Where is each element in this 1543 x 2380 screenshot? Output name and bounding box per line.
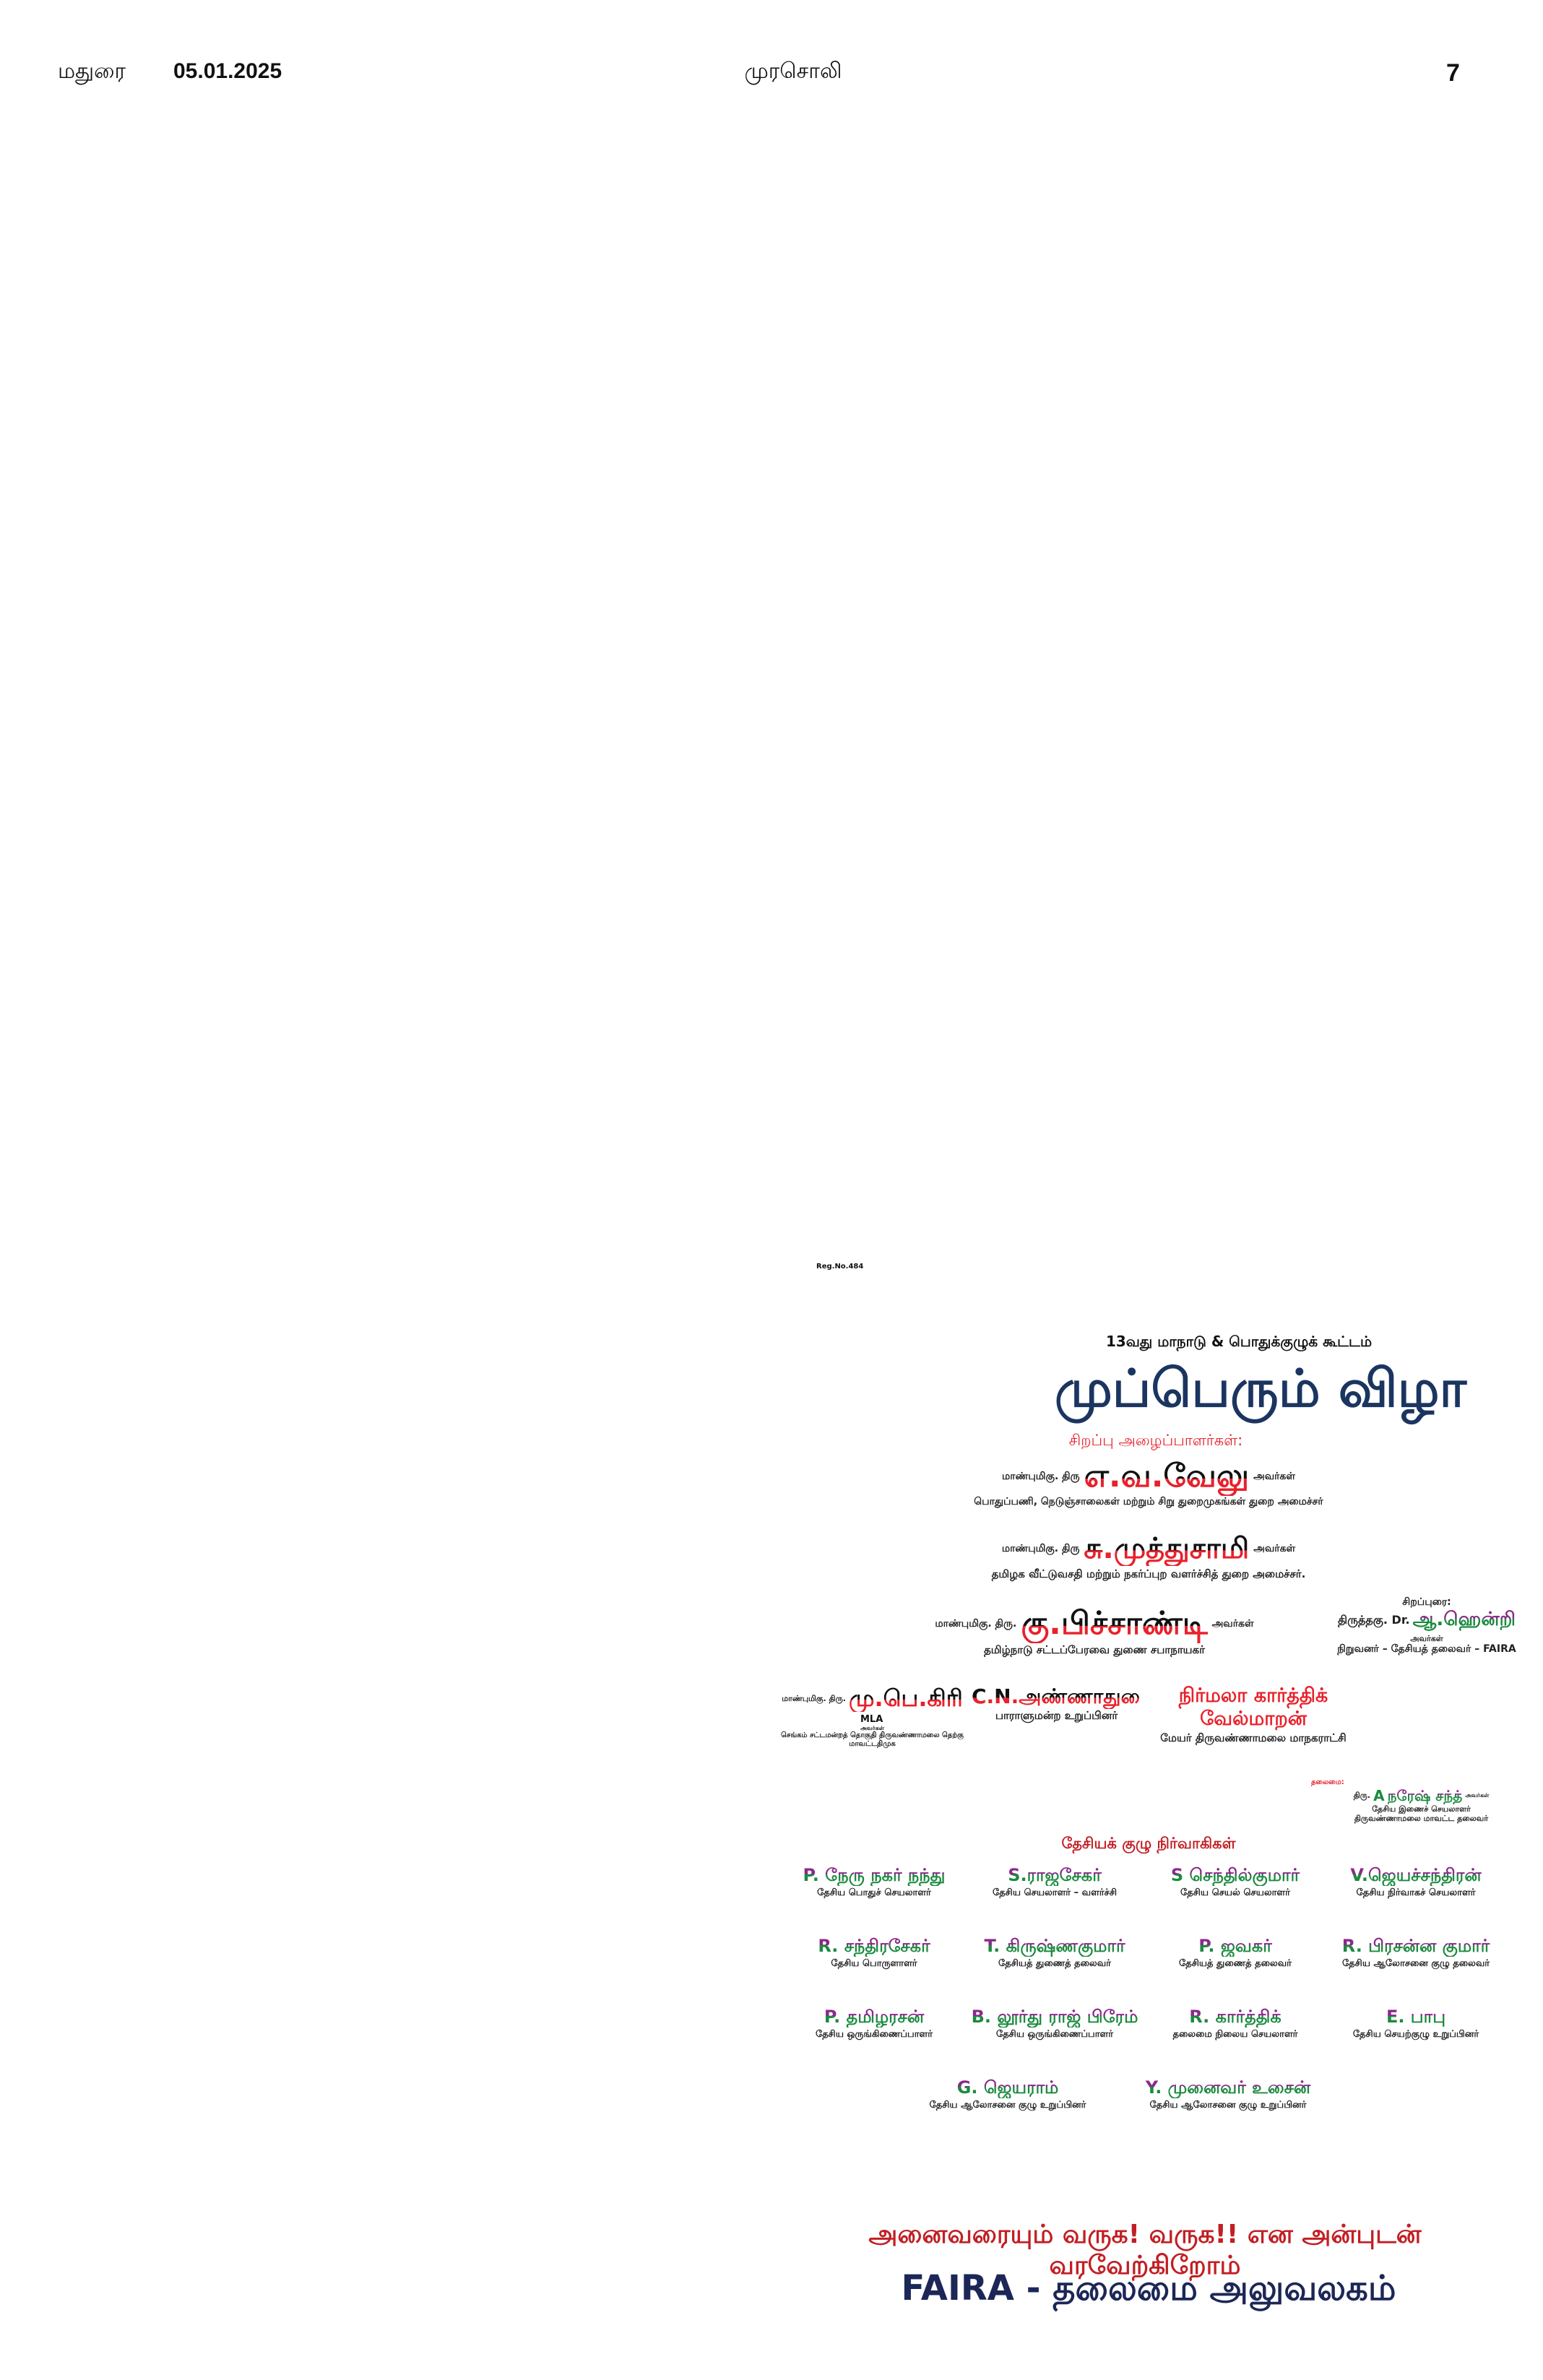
member-name: B. லூர்து ராஜ் பிரேம்	[971, 2007, 1138, 2027]
member-name: S.ராஜசேகர்	[971, 1865, 1138, 1886]
chair-initial: A	[1373, 1787, 1385, 1804]
guest-role: தமிழக வீட்டுவசதி மற்றும் நகர்ப்புற வளர்ச…	[991, 1567, 1306, 1580]
committee-member: P. தமிழரசன்தேசிய ஒருங்கிணைப்பாளர்	[790, 2007, 958, 2040]
member-name: R. சந்திரசேகர்	[790, 1936, 958, 1957]
guest-3: மாண்புமிகு. திரு. கு.பிச்சாண்டி அவர்கள் …	[881, 1605, 1308, 1656]
page-number: 7	[1446, 59, 1460, 87]
member-role: தேசிய ஒருங்கிணைப்பாளர்	[995, 2028, 1114, 2040]
guest-name: நிர்மலா கார்த்திக் வேல்மாறன்	[1178, 1684, 1328, 1731]
event-title: முப்பெரும் விழா	[1054, 1358, 1467, 1419]
footer-office-label: தலைமை அலுவலகம்	[1053, 2268, 1396, 2308]
chair-role: தேசிய இணைச் செயலாளர்	[1372, 1804, 1471, 1814]
keynote-role: நிறுவனர் – தேசியத் தலைவர் – FAIRA	[1337, 1643, 1516, 1656]
guest-2: மாண்புமிகு. திரு சு.முத்துசாமி அவர்கள் த…	[896, 1531, 1401, 1580]
guest-role: மேயர் திருவண்ணாமலை மாநகராட்சி	[1160, 1731, 1347, 1744]
member-role: தேசிய பொருளாளர்	[831, 1957, 917, 1969]
member-role: தேசியத் துணைத் தலைவர்	[998, 1957, 1111, 1969]
committee-member: Y. முனைவர் உசைன்தேசிய ஆலோசனை குழு உறுப்ப…	[1144, 2077, 1312, 2111]
committee-member: R. கார்த்திக்தலைமை நிலைய செயலாளர்	[1151, 2007, 1319, 2040]
guest-suffix: அவர்கள்	[1253, 1542, 1296, 1554]
member-role: தேசிய ஆலோசனை குழு உறுப்பினர்	[929, 2099, 1086, 2111]
guest-name: சு.முத்துசாமி	[1084, 1532, 1250, 1565]
committee-member: S.ராஜசேகர்தேசிய செயலாளர் – வளர்ச்சி	[971, 1865, 1138, 1898]
committee-member: V.ஜெயச்சந்திரன்தேசிய நிர்வாகச் செயலாளர்	[1332, 1865, 1500, 1898]
member-role: தலைமை நிலைய செயலாளர்	[1172, 2028, 1298, 2040]
member-role: தேசிய செயற்குழு உறுப்பினர்	[1352, 2028, 1479, 2040]
member-role: தேசிய செயல் செயலாளர்	[1180, 1887, 1290, 1898]
keynote: சிறப்புரை: திருத்தகு. Dr. ஆ.ஹென்றி அவர்க…	[1322, 1596, 1531, 1656]
committee-member: P. நேரு நகர் நந்துதேசிய பொதுச் செயலாளர்	[790, 1865, 958, 1898]
member-role: தேசிய செயலாளர் – வளர்ச்சி	[992, 1887, 1117, 1898]
guest-suffix: அவர்கள்	[1253, 1471, 1295, 1482]
mla-badge-group: MLA அவர்கள்	[860, 1715, 884, 1731]
guest-prefix: மாண்புமிகு. திரு	[1001, 1471, 1080, 1482]
guest-name: எ.வ.வேலு	[1084, 1458, 1250, 1494]
chair-block: தலைமை: திரு. A நரேஷ் சந்த் அவர்கள் தேசிய…	[1311, 1778, 1531, 1823]
footer-org: FAIRA -	[901, 2268, 1041, 2308]
member-role: தேசிய ஆலோசனை குழு தலைவர்	[1341, 1957, 1490, 1969]
committee-member: R. சந்திரசேகர்தேசிய பொருளாளர்	[790, 1936, 958, 1969]
welcome-message: அனைவரையும் வருக! வருக!! என அன்புடன் வரவே…	[868, 2220, 1422, 2281]
chair-label: தலைமை:	[1311, 1778, 1344, 1786]
committee-member: E. பாபுதேசிய செயற்குழு உறுப்பினர்	[1332, 2007, 1500, 2040]
guest-suffix: அவர்கள்	[1211, 1618, 1254, 1630]
event-subtitle: 13வது மாநாடு & பொதுக்குழுக் கூட்டம்	[1105, 1333, 1373, 1350]
member-name: P. ஜவகர்	[1151, 1936, 1319, 1957]
edition-city: மதுரை	[58, 59, 126, 83]
guest-role: பொதுப்பணி, நெடுஞ்சாலைகள் மற்றும் சிறு து…	[974, 1495, 1323, 1507]
guest-prefix: மாண்புமிகு. திரு.	[782, 1693, 846, 1703]
member-name: E. பாபு	[1332, 2007, 1500, 2028]
reg-number: Reg.No.484	[816, 1263, 864, 1271]
guest-role: தமிழ்நாடு சட்டப்பேரவை துணை சபாநாயகர்	[984, 1643, 1205, 1656]
row-guest-3: நிர்மலா கார்த்திக் வேல்மாறன் மேயர் திருவ…	[1149, 1684, 1358, 1744]
footer-office: FAIRA - தலைமை அலுவலகம்	[902, 2268, 1396, 2313]
guest-name: கு.பிச்சாண்டி	[1021, 1605, 1208, 1642]
chair-prefix: திரு.	[1353, 1791, 1371, 1801]
chair-district: திருவண்ணாமலை மாவட்ட தலைவர்	[1354, 1814, 1489, 1824]
guest-role: செங்கம் சட்டமன்றத் தொகுதி திருவண்ணாமலை த…	[781, 1731, 964, 1749]
member-name: Y. முனைவர் உசைன்	[1145, 2077, 1311, 2098]
guest-suffix: அவர்கள்	[860, 1724, 885, 1731]
member-name: G. ஜெயராம்	[924, 2077, 1092, 2098]
special-invitees-label: சிறப்பு அழைப்பாளர்கள்:	[1068, 1432, 1243, 1449]
row-guest-2: C.N.அண்ணாதுரை பாராளுமன்ற உறுப்பினர்	[972, 1684, 1151, 1722]
chair-name: நரேஷ் சந்த்	[1387, 1787, 1463, 1804]
committee-member: S செந்தில்குமார்தேசிய செயல் செயலாளர்	[1151, 1865, 1319, 1898]
member-name: S செந்தில்குமார்	[1151, 1865, 1319, 1886]
committee-member: R. பிரசன்ன குமார்தேசிய ஆலோசனை குழு தலைவர…	[1332, 1936, 1500, 1969]
member-name: R. பிரசன்ன குமார்	[1332, 1936, 1500, 1957]
committee-member: T. கிருஷ்ணகுமார்தேசியத் துணைத் தலைவர்	[971, 1936, 1138, 1969]
guest-name: C.N.அண்ணாதுரை	[972, 1684, 1151, 1708]
member-role: தேசிய நிர்வாகச் செயலாளர்	[1356, 1887, 1476, 1898]
committee-member: B. லூர்து ராஜ் பிரேம்தேசிய ஒருங்கிணைப்பா…	[971, 2007, 1138, 2040]
member-role: தேசியத் துணைத் தலைவர்	[1179, 1957, 1292, 1969]
keynote-suffix: அவர்கள்	[1410, 1633, 1443, 1643]
mla-badge: MLA	[860, 1714, 883, 1726]
member-name: P. தமிழரசன்	[790, 2007, 958, 2028]
member-role: தேசிய ஒருங்கிணைப்பாளர்	[815, 2028, 933, 2040]
guest-name: மு.பெ.கிரி	[848, 1684, 963, 1712]
newspaper-name: முரசொலி	[744, 59, 842, 83]
committee-member: G. ஜெயராம்தேசிய ஆலோசனை குழு உறுப்பினர்	[924, 2077, 1092, 2111]
guest-1: மாண்புமிகு. திரு எ.வ.வேலு அவர்கள் பொதுப்…	[896, 1458, 1401, 1508]
keynote-name: ஆ.ஹென்றி	[1412, 1608, 1516, 1630]
edition-date: 05.01.2025	[173, 59, 282, 83]
row-guest-1: மாண்புமிகு. திரு. மு.பெ.கிரி MLA அவர்கள்…	[780, 1684, 964, 1749]
member-name: R. கார்த்திக்	[1151, 2007, 1319, 2028]
committee-member: P. ஜவகர்தேசியத் துணைத் தலைவர்	[1151, 1936, 1319, 1969]
member-name: V.ஜெயச்சந்திரன்	[1332, 1865, 1500, 1886]
member-role: தேசிய ஆலோசனை குழு உறுப்பினர்	[1149, 2099, 1307, 2111]
keynote-prefix: திருத்தகு. Dr.	[1338, 1612, 1410, 1627]
guest-role: பாராளுமன்ற உறுப்பினர்	[995, 1708, 1118, 1722]
keynote-label: சிறப்புரை:	[1402, 1596, 1451, 1608]
member-role: தேசிய பொதுச் செயலாளர்	[817, 1887, 931, 1898]
member-name: T. கிருஷ்ணகுமார்	[971, 1936, 1138, 1957]
guest-prefix: மாண்புமிகு. திரு.	[935, 1618, 1017, 1630]
chair-suffix: அவர்கள்	[1465, 1792, 1490, 1799]
committee-heading: தேசியக் குழு நிர்வாகிகள்	[1061, 1835, 1236, 1852]
guest-prefix: மாண்புமிகு. திரு	[1001, 1542, 1080, 1554]
member-name: P. நேரு நகர் நந்து	[790, 1865, 958, 1886]
